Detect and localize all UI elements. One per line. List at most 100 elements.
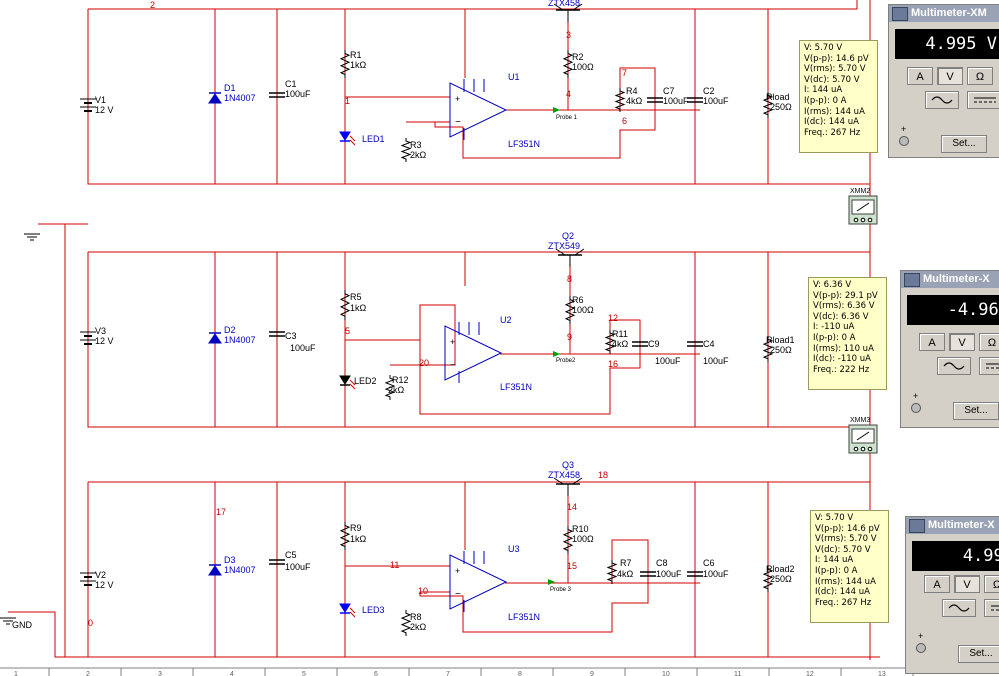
c7-label: C7	[663, 86, 675, 96]
multimeter-xmm3-symbol-terminal	[860, 446, 866, 452]
rload-value: 250Ω	[770, 102, 792, 112]
resistor-r12	[384, 375, 396, 400]
resistor-r4	[614, 88, 626, 112]
q1-part: ZTX458	[548, 0, 580, 8]
probe-reading-line: I(rms): 110 uA	[813, 343, 874, 354]
opamp-u2-plus-sign: +	[450, 337, 455, 347]
probe-reading-line: V(rms): 6.36 V	[813, 301, 875, 312]
v3-value: 12 V	[95, 336, 114, 346]
led3-label: LED3	[362, 605, 385, 615]
q3-part: ZTX458	[548, 470, 580, 480]
transistor-q3	[572, 477, 583, 485]
transistor-q1	[553, 3, 564, 11]
c6-value: 100uF	[703, 569, 729, 579]
plus-terminal-label: +	[918, 631, 924, 641]
probe-reading-line: I: -110 uA	[813, 322, 855, 333]
resistor-r7	[606, 560, 618, 584]
xmm3-label: XMM3	[850, 417, 870, 424]
resistor-r11	[604, 330, 616, 354]
ohmmeter-button[interactable]: Ω	[984, 575, 999, 593]
r3-value: 2kΩ	[410, 150, 427, 160]
ac-mode-button[interactable]	[937, 357, 971, 375]
multimeter-xmm3-panel[interactable]: Multimeter-X 4.995 A V Ω + Set...	[905, 516, 999, 674]
probe-reading-line: I(rms): 144 uA	[815, 576, 876, 587]
opamp-u3-plus-sign: +	[455, 566, 460, 576]
wires	[8, 0, 880, 660]
plus-terminal[interactable]	[916, 643, 926, 653]
ac-mode-button[interactable]	[942, 599, 976, 617]
c2-label: C2	[703, 86, 715, 96]
net-label-n10: 10	[418, 586, 428, 596]
r4-label: R4	[626, 86, 638, 96]
u3-part: LF351N	[508, 612, 540, 622]
r4-value: 4kΩ	[626, 96, 643, 106]
probe-reading-line: I(rms): 144 uA	[804, 106, 865, 117]
r11-value: 4kΩ	[612, 339, 629, 349]
ac-mode-button[interactable]	[925, 91, 959, 109]
ruler-mark: 5	[302, 671, 306, 676]
net-label-n16: 16	[608, 359, 618, 369]
r5-value: 1kΩ	[350, 303, 367, 313]
probe-reading-line: I(dc): 144 uA	[804, 117, 859, 128]
c3-label: C3	[285, 331, 297, 341]
set-button[interactable]: Set...	[958, 645, 999, 663]
c4-label: C4	[703, 339, 715, 349]
d1-label: D1	[224, 83, 236, 93]
multimeter-display: 4.995	[912, 541, 999, 571]
ruler-mark: 8	[518, 671, 522, 676]
multimeter-title-bar[interactable]: Multimeter-XM	[889, 5, 999, 22]
set-button[interactable]: Set...	[941, 135, 987, 153]
ammeter-button[interactable]: A	[907, 67, 933, 85]
led-1	[339, 131, 351, 141]
probe-2-arrow	[553, 351, 560, 357]
ruler-mark: 6	[374, 671, 378, 676]
c8-value: 100uF	[656, 569, 682, 579]
net-label-n5: 5	[345, 326, 350, 336]
voltmeter-button[interactable]: V	[937, 67, 963, 85]
ammeter-button[interactable]: A	[919, 333, 945, 351]
sine-wave-icon	[948, 604, 970, 612]
row0-loop	[434, 18, 656, 159]
resistor-rload2	[762, 566, 774, 592]
c1-label: C1	[285, 79, 297, 89]
dc-mode-button[interactable]	[979, 357, 999, 375]
resistor-r8	[400, 610, 412, 636]
dc-mode-button[interactable]	[967, 91, 999, 109]
net-label-n11: 11	[390, 560, 399, 570]
ruler-mark: 3	[158, 671, 162, 676]
voltmeter-button[interactable]: V	[954, 575, 980, 593]
probe-reading-line: V: 5.70 V	[815, 513, 854, 523]
dc-mode-button[interactable]	[984, 599, 999, 617]
multimeter-xmm2-panel[interactable]: Multimeter-X -4.965 A V Ω + Set...	[900, 270, 999, 428]
plus-terminal[interactable]	[911, 403, 921, 413]
plus-terminal[interactable]	[899, 136, 909, 146]
multimeter-icon	[909, 519, 925, 533]
probe-reading-line: I(p-p): 0 A	[804, 95, 847, 106]
resistor-r6	[564, 296, 576, 324]
ammeter-button[interactable]: A	[924, 575, 950, 593]
multimeter-xmm1-panel[interactable]: Multimeter-XM 4.995 V A V Ω + Set...	[888, 4, 999, 158]
resistor-r2	[562, 50, 574, 78]
set-button[interactable]: Set...	[953, 402, 999, 420]
voltmeter-button[interactable]: V	[949, 333, 975, 351]
probe-reading-line: I: 144 uA	[815, 555, 854, 566]
ohmmeter-button[interactable]: Ω	[979, 333, 999, 351]
gnd-wire	[8, 611, 88, 658]
ohmmeter-button[interactable]: Ω	[967, 67, 993, 85]
components: +−+−+−	[0, 3, 999, 676]
d3-value: 1N4007	[224, 565, 256, 575]
multimeter-xmm2-symbol-terminal	[867, 217, 873, 223]
multimeter-icon	[904, 273, 920, 287]
c5-value: 100uF	[285, 562, 311, 572]
row0-bus	[87, 9, 870, 185]
led-2-ray	[349, 383, 356, 390]
ruler-mark: 12	[806, 671, 814, 676]
resistor-r1	[339, 50, 351, 78]
led1-label: LED1	[362, 134, 385, 144]
multimeter-title-bar[interactable]: Multimeter-X	[901, 271, 999, 288]
q2-label: Q2	[562, 231, 574, 241]
multimeter-title-bar[interactable]: Multimeter-X	[906, 517, 999, 534]
led-3-ray	[349, 611, 356, 618]
u3-label: U3	[508, 544, 520, 554]
